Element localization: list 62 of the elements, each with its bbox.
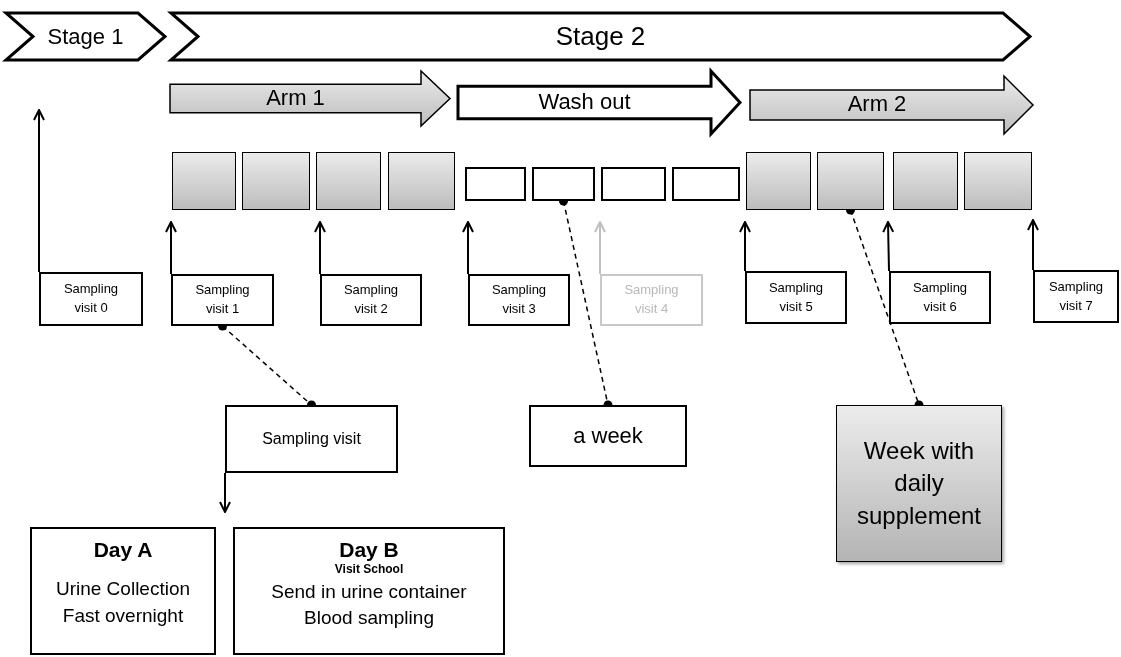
callout-text: a week bbox=[573, 422, 643, 451]
washout-block bbox=[532, 167, 595, 201]
arrow bbox=[739, 221, 751, 272]
week-block bbox=[964, 152, 1032, 210]
week-block bbox=[388, 152, 455, 210]
day-box bbox=[233, 527, 505, 655]
visit-label: Sampling visit 6 bbox=[911, 278, 969, 316]
stage-chevron bbox=[5, 12, 166, 61]
day-task: Fast overnight bbox=[62, 603, 184, 628]
arrow bbox=[165, 221, 177, 275]
stage-chevron bbox=[170, 12, 1031, 61]
visit-label: Sampling visit 0 bbox=[62, 280, 120, 317]
week-block bbox=[242, 152, 310, 210]
visit-label: Sampling visit 3 bbox=[490, 281, 548, 318]
callout-box bbox=[529, 405, 687, 467]
visit-box bbox=[320, 274, 422, 326]
washout-block bbox=[672, 167, 740, 201]
week-block bbox=[893, 152, 958, 210]
arrow bbox=[462, 221, 474, 275]
visit-label: Sampling visit 7 bbox=[1047, 277, 1105, 315]
callout-text: Sampling visit bbox=[262, 429, 361, 450]
callout-text: Week with daily supplement bbox=[855, 435, 983, 531]
visit-label: Sampling visit 5 bbox=[767, 278, 825, 316]
week-block bbox=[746, 152, 811, 210]
callout-box bbox=[225, 405, 398, 473]
visit-box bbox=[468, 274, 570, 326]
phase-banner bbox=[170, 70, 451, 127]
washout-block bbox=[465, 167, 526, 201]
phase-banner bbox=[750, 75, 1034, 135]
arrow bbox=[314, 221, 326, 275]
week-block bbox=[172, 152, 236, 210]
stage-label: Stage 2 bbox=[555, 21, 646, 52]
visit-label: Sampling visit 1 bbox=[194, 281, 251, 318]
arrow bbox=[1027, 219, 1039, 271]
day-task: Blood sampling bbox=[304, 606, 434, 631]
week-block bbox=[817, 152, 884, 210]
visit-box bbox=[1033, 270, 1119, 323]
visit-box bbox=[171, 274, 274, 326]
visit-label: Sampling visit 4 bbox=[623, 281, 680, 318]
visit-box bbox=[39, 272, 143, 326]
phase-label: Arm 2 bbox=[847, 91, 907, 117]
phase-label: Arm 1 bbox=[266, 84, 325, 111]
phase-label: Wash out bbox=[538, 88, 631, 115]
visit-box bbox=[745, 271, 847, 324]
visit-box bbox=[600, 274, 703, 326]
stage-label: Stage 1 bbox=[47, 23, 124, 50]
washout-block bbox=[601, 167, 666, 201]
callout-box bbox=[836, 405, 1002, 562]
arrow bbox=[219, 472, 231, 513]
arrow bbox=[594, 221, 606, 275]
phase-banner bbox=[458, 70, 741, 135]
visit-label: Sampling visit 2 bbox=[342, 281, 400, 318]
visit-box bbox=[889, 271, 991, 324]
arrow bbox=[33, 109, 45, 273]
week-block bbox=[316, 152, 381, 210]
day-subheading: Visit School bbox=[334, 562, 404, 578]
day-task: Urine Collection bbox=[55, 577, 191, 602]
arrow bbox=[882, 221, 895, 272]
day-task: Send in urine container bbox=[271, 579, 467, 604]
day-heading: Day B bbox=[339, 537, 399, 563]
day-box bbox=[30, 527, 216, 655]
day-heading: Day A bbox=[93, 537, 153, 563]
